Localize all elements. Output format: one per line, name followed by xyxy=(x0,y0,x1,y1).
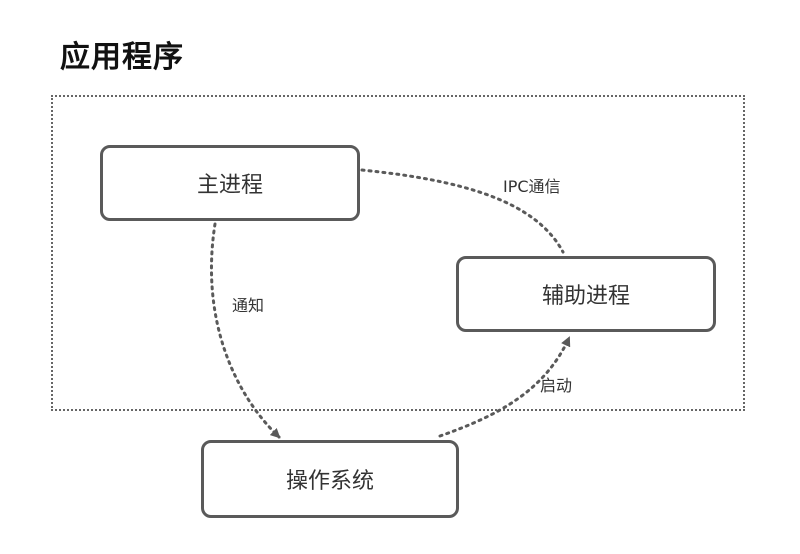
helper-process-label: 辅助进程 xyxy=(541,284,630,309)
notify-arrow xyxy=(210,222,281,439)
main-process-node: 主进程 xyxy=(100,145,360,221)
operating-system-label: 操作系统 xyxy=(285,469,374,494)
operating-system-node: 操作系统 xyxy=(201,440,459,518)
ipc-connector xyxy=(360,168,565,254)
ipc-label: IPC通信 xyxy=(503,177,561,196)
start-arrow xyxy=(438,336,571,438)
start-label: 启动 xyxy=(540,376,573,395)
helper-process-node: 辅助进程 xyxy=(456,256,716,332)
notify-label: 通知 xyxy=(232,296,265,315)
main-process-label: 主进程 xyxy=(196,173,263,198)
page-title: 应用程序 xyxy=(60,40,184,75)
application-boundary xyxy=(51,95,745,411)
